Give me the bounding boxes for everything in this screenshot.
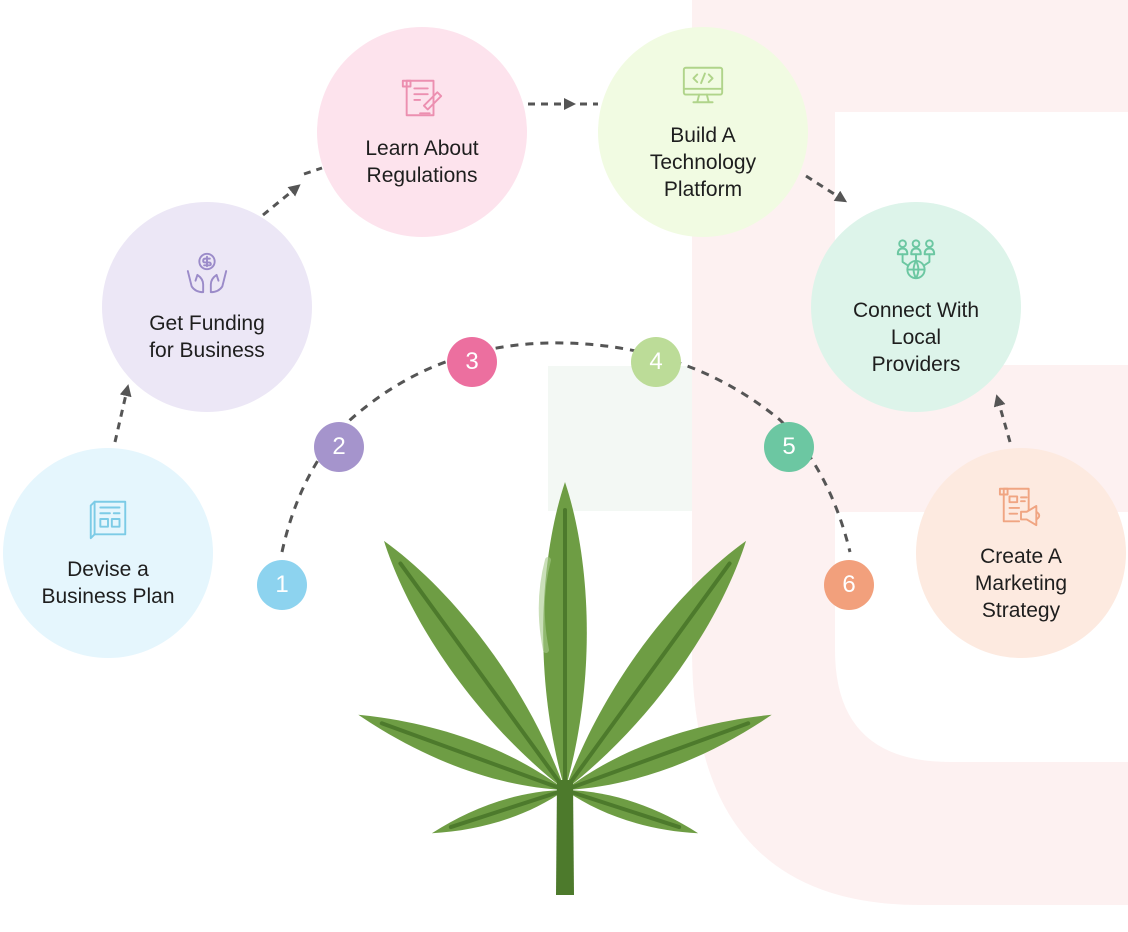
step-number-6: 6 [824,560,874,610]
cannabis-leaf [358,482,772,895]
step-number-4: 4 [631,337,681,387]
step-circle-6: Create A Marketing Strategy [916,448,1126,658]
step-circle-4: Build A Technology Platform [598,27,808,237]
step-number-2: 2 [314,422,364,472]
connector-arrows [113,98,1012,443]
marketing-megaphone-icon [998,487,1041,526]
step-number-1: 1 [257,560,307,610]
step-circle-2: Get Funding for Business [102,202,312,412]
step-circle-3: Learn About Regulations [317,27,527,237]
arrow-2-to-3 [262,184,301,217]
regulation-document-icon [401,79,443,117]
leaf-stem [556,780,574,895]
step-label-1: Devise a Business Plan [41,558,175,608]
step-label-4: Build A Technology Platform [649,123,757,201]
step-circle-1: Devise a Business Plan [3,448,213,658]
step-circle-5: Connect With Local Providers [811,202,1021,412]
step-label-3: Learn About Regulations [365,137,479,187]
arrow-1-to-2 [113,384,132,443]
step-number-5: 5 [764,422,814,472]
funding-hands-icon [186,252,228,294]
step-label-6: Create A Marketing Strategy [974,544,1068,622]
step-label-5: Connect With Local Providers [852,298,980,376]
blueprint-icon [89,500,127,540]
network-people-icon [896,238,936,279]
step-number-3: 3 [447,337,497,387]
step-label-2: Get Funding for Business [149,312,265,362]
code-monitor-icon [682,66,724,103]
